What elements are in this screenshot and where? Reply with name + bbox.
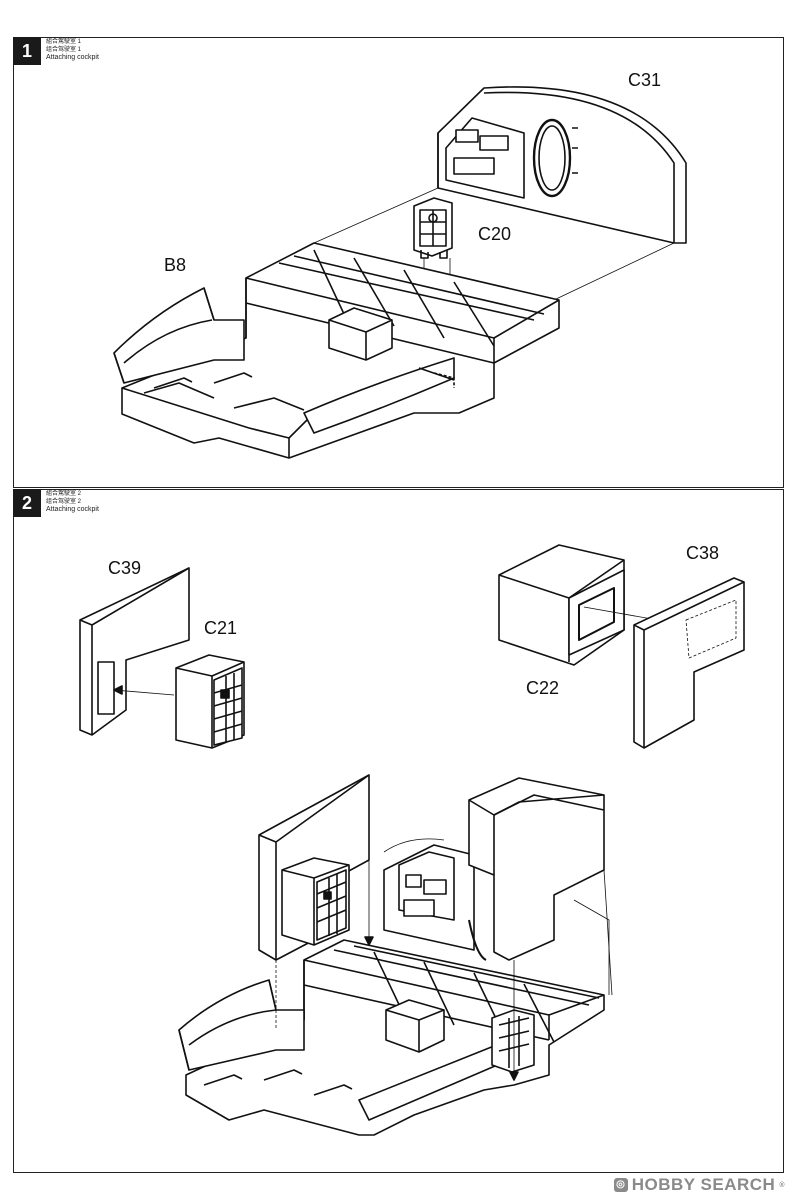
cockpit-floor-base xyxy=(121,242,560,459)
step-1-assembly-drawing xyxy=(113,86,687,459)
label-c31: C31 xyxy=(628,70,662,90)
hobby-search-logo-icon: ◎ xyxy=(613,1178,628,1192)
caption-chinese-traditional: 組合駕駛室 2 xyxy=(46,491,82,497)
caption-english: Attaching cockpit xyxy=(46,506,99,513)
part-c20-panel xyxy=(413,197,453,259)
step-1-panel: 1 組合駕駛室 1 组合驾驶室 1 Attaching cockpit xyxy=(13,37,784,488)
part-c31-rear-wall xyxy=(437,86,687,244)
part-c21-cabinet xyxy=(175,654,245,749)
step-number: 2 xyxy=(13,489,41,517)
caption-chinese-simplified: 组合驾驶室 2 xyxy=(46,499,82,505)
caption-english: Attaching cockpit xyxy=(46,54,99,61)
hobby-search-watermark: ◎ HOBBY SEARCH ® xyxy=(613,1175,785,1195)
watermark-text: HOBBY SEARCH xyxy=(631,1175,776,1194)
step-2-panel: 2 組合駕駛室 2 组合驾驶室 2 Attaching cockpit xyxy=(13,489,784,1173)
step-number: 1 xyxy=(13,37,41,65)
step-caption: 組合駕駛室 1 组合驾驶室 1 Attaching cockpit xyxy=(46,38,99,62)
arrow-icon xyxy=(364,936,374,946)
step-caption: 組合駕駛室 2 组合驾驶室 2 Attaching cockpit xyxy=(46,490,99,514)
guide-lines xyxy=(275,838,613,1080)
assembled-cockpit xyxy=(178,774,605,1136)
part-c39-panel xyxy=(79,567,190,736)
caption-chinese-traditional: 組合駕駛室 1 xyxy=(46,39,82,45)
arrow-icon xyxy=(113,685,123,695)
step-2-assembly-drawing xyxy=(79,544,745,1136)
label-c22: C22 xyxy=(526,678,560,698)
part-c38-panel xyxy=(633,577,745,749)
part-c22-box xyxy=(498,544,625,666)
label-c39: C39 xyxy=(108,558,142,578)
guide-line xyxy=(113,689,175,696)
label-b8: B8 xyxy=(164,255,187,275)
caption-chinese-simplified: 组合驾驶室 1 xyxy=(46,47,82,53)
registered-mark: ® xyxy=(779,1181,785,1189)
label-c21: C21 xyxy=(204,618,238,638)
part-b8-seat-back xyxy=(113,287,245,384)
label-c38: C38 xyxy=(686,543,720,563)
label-c20: C20 xyxy=(478,224,512,244)
arrow-icon xyxy=(509,1071,519,1081)
